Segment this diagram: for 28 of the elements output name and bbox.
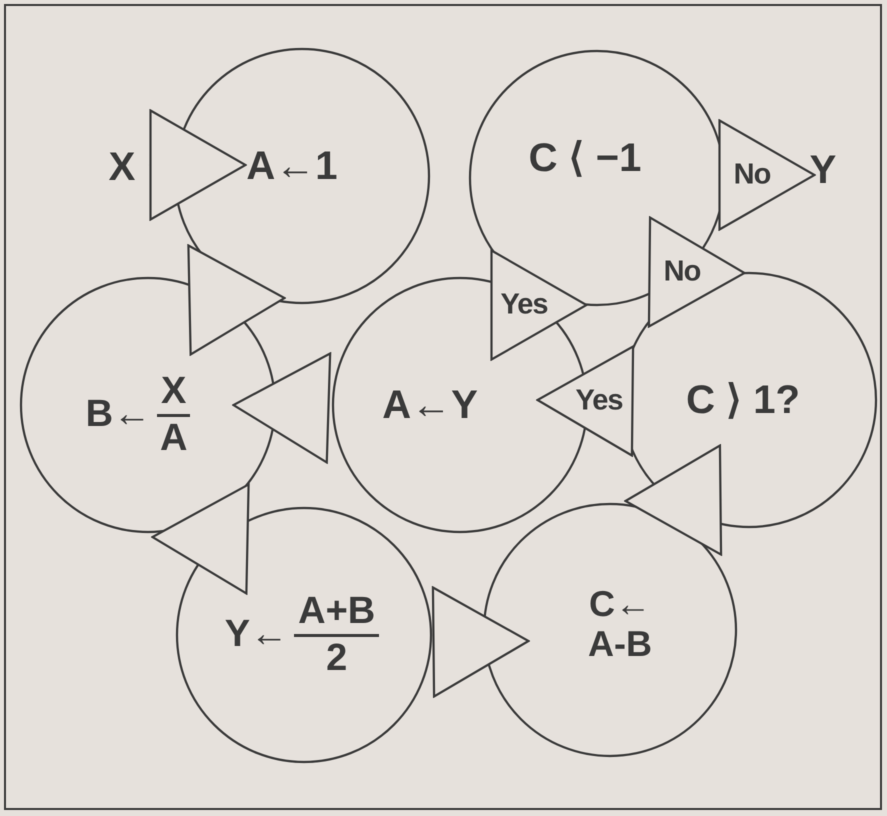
node-label: A←1 (246, 145, 338, 187)
triangle-arrow (536, 345, 634, 457)
triangle-arrow (232, 352, 332, 464)
triangle-arrow (490, 249, 588, 361)
node-label: Y (810, 149, 836, 191)
edge-label: Yes (576, 384, 622, 418)
node-label: C ⟨ −1 (528, 137, 642, 179)
fraction-numerator: X (157, 372, 190, 416)
triangle-arrow (148, 109, 247, 221)
node-label: C ⟩ 1? (686, 379, 800, 421)
edge-label: Yes (500, 288, 548, 322)
triangle-arrow (718, 119, 816, 231)
node-label: Y← (224, 615, 288, 655)
node-label: X (108, 146, 136, 188)
triangle-arrow (624, 444, 724, 556)
triangle-arrow (151, 483, 250, 595)
fraction-denominator: A (160, 416, 188, 458)
edge-label: No (664, 256, 700, 289)
fraction-numerator: A+B (294, 592, 380, 636)
fraction-denominator: 2 (326, 636, 348, 678)
node-label: A←Y (382, 384, 478, 426)
node-label: B← (86, 395, 152, 435)
node-label: C← (588, 584, 651, 624)
triangle-arrow (432, 586, 530, 698)
edge-label: No (734, 158, 770, 192)
triangle-arrow (187, 244, 286, 356)
node-label: A-B (588, 624, 652, 664)
triangle-arrow (648, 216, 746, 328)
